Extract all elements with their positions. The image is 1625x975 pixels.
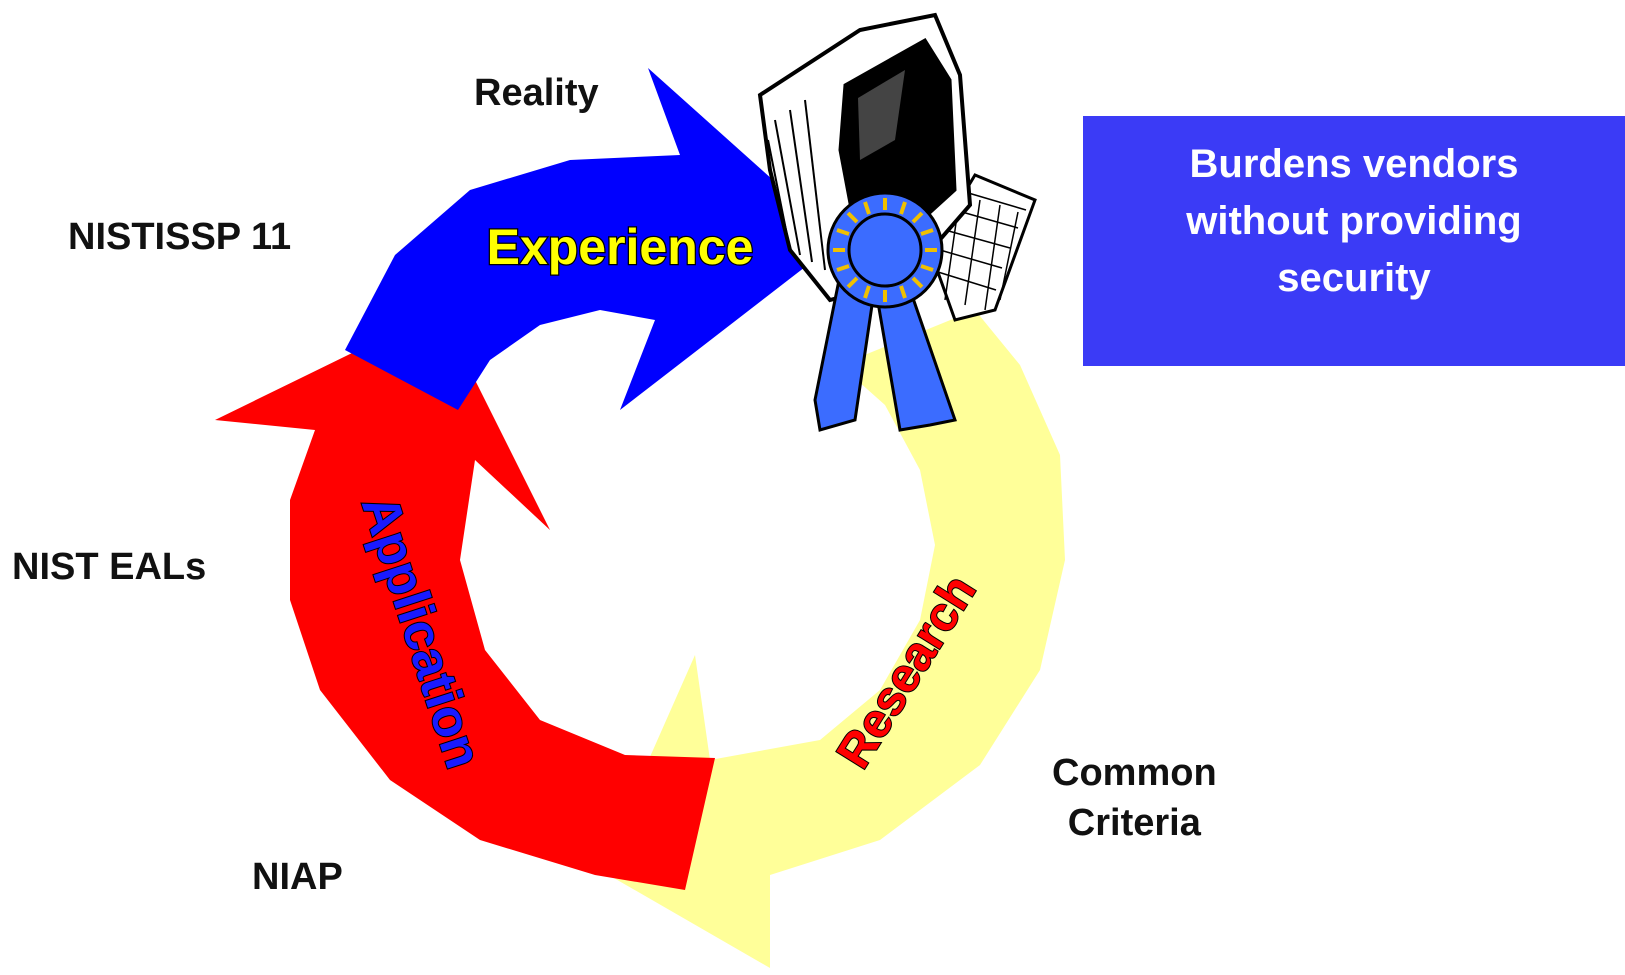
nist-eals-label: NIST EALs (12, 546, 207, 588)
common-criteria-line1: Common (1052, 752, 1217, 794)
common-criteria-label: Common Criteria (1052, 748, 1217, 848)
award-ribbon-icon (813, 191, 957, 432)
experience-label: Experience (487, 219, 754, 275)
niap-label: NIAP (252, 856, 343, 898)
research-arrow (600, 310, 1065, 968)
nistissp-label: NISTISSP 11 (68, 216, 292, 258)
callout-line1: Burdens vendors (1189, 142, 1519, 186)
reality-label: Reality (474, 72, 599, 114)
application-arrow (215, 310, 715, 890)
computer-icon (757, 12, 1037, 322)
callout-line2: without providing (1186, 199, 1522, 243)
callout-text: Burdens vendors without providing securi… (1083, 136, 1625, 307)
callout-box: Burdens vendors without providing securi… (1083, 116, 1625, 366)
callout-line3: security (1277, 256, 1431, 300)
experience-arrow (345, 68, 840, 410)
common-criteria-line2: Criteria (1067, 802, 1201, 844)
